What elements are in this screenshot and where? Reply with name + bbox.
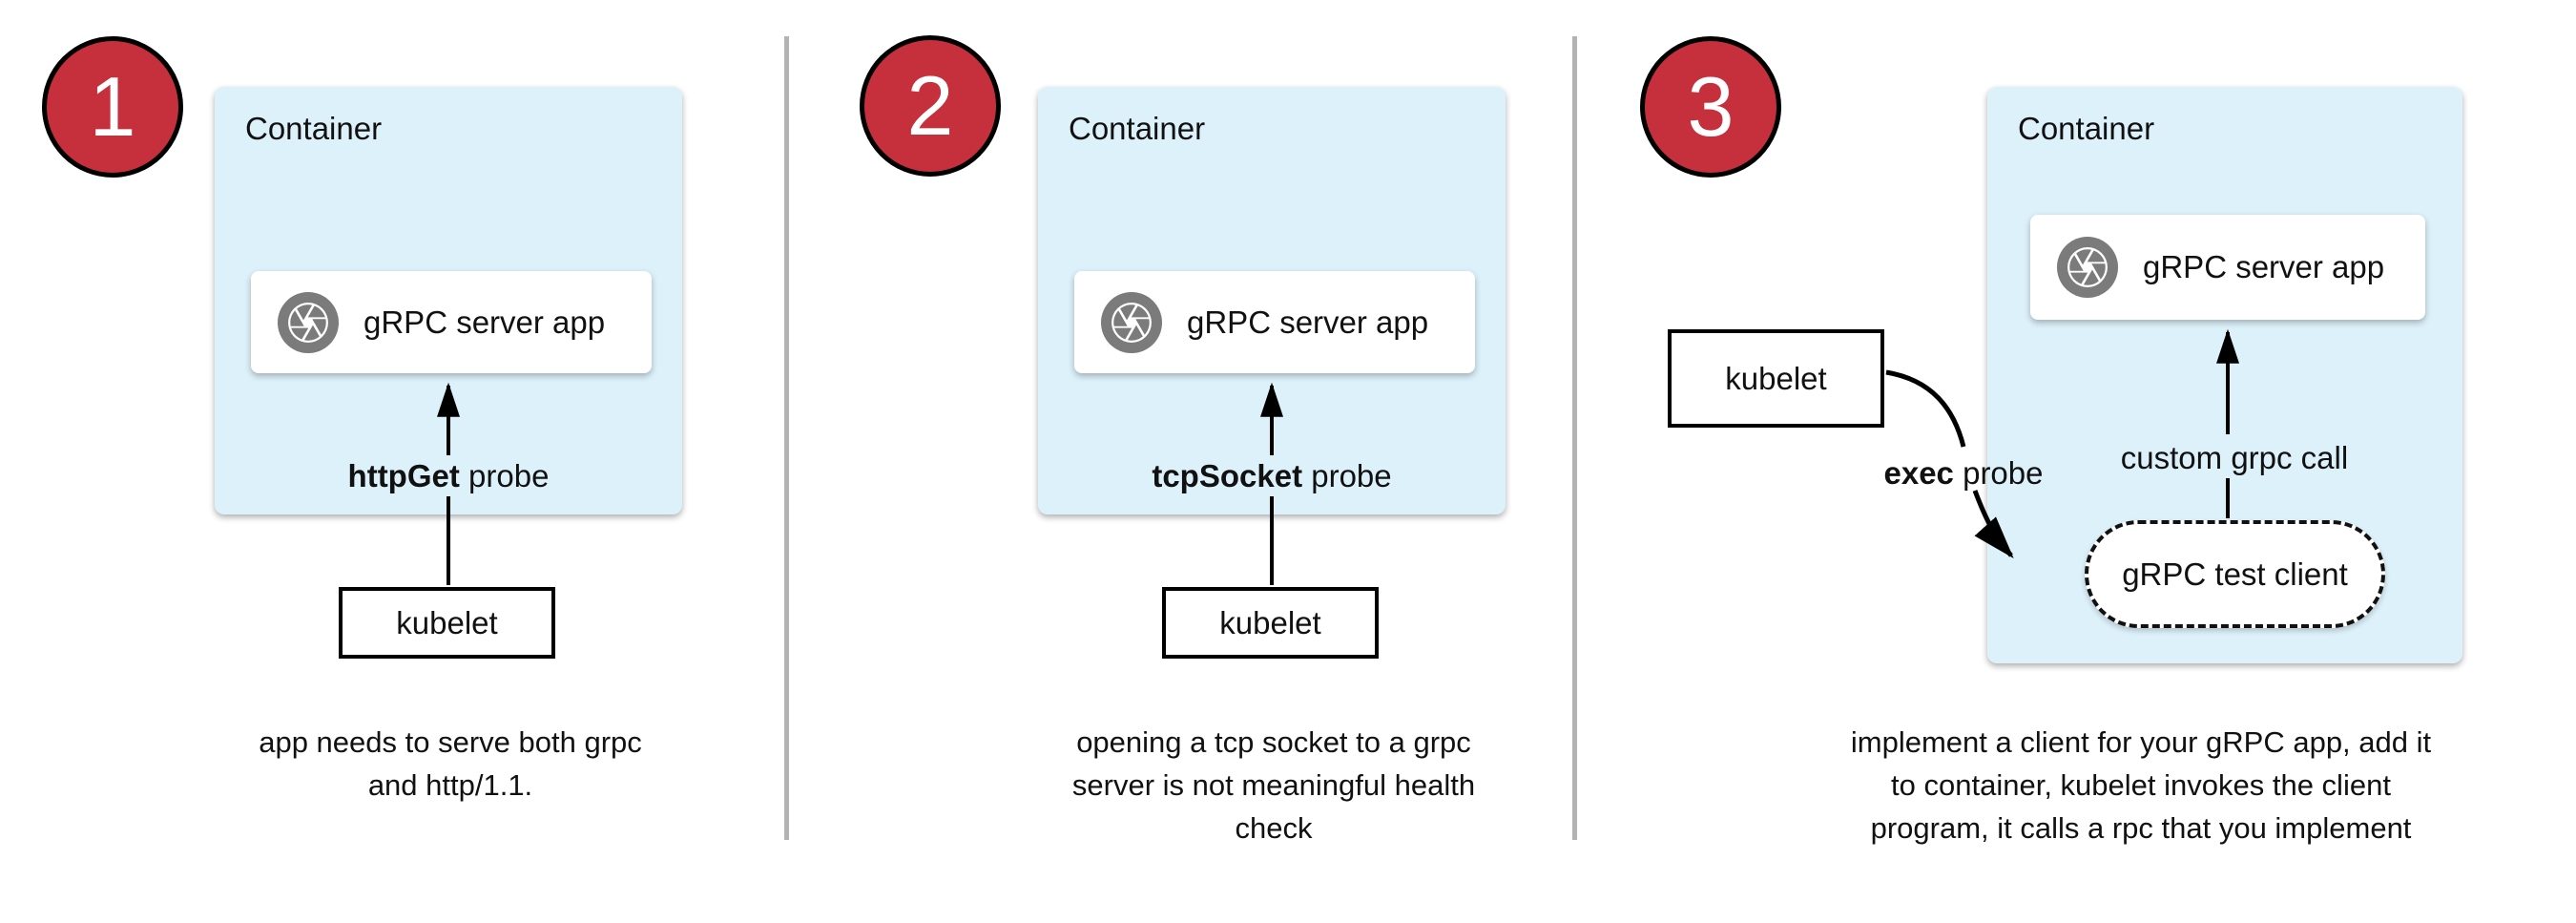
aperture-icon [2056,236,2119,299]
panel3-exec-curve-upper [1885,369,1966,448]
panel3-kubelet-box: kubelet [1668,329,1884,428]
panel3-probe-keyword: exec [1883,455,1954,491]
panel3-kubelet-label: kubelet [1725,360,1827,396]
aperture-icon [277,291,340,353]
panel1-caption-line2: and http/1.1. [367,768,533,802]
step-1-badge: 1 [42,36,183,178]
panel3-container-label: Container [2018,111,2155,146]
panel3-caption: implement a client for your gRPC app, ad… [1817,721,2465,850]
panel3-caption-line1: implement a client for your gRPC app, ad… [1850,725,2432,759]
step-3-badge: 3 [1640,36,1781,178]
panel1-grpc-server-app-label: gRPC server app [364,304,606,340]
panel2-kubelet-label: kubelet [1219,604,1321,640]
panel2-probe-label: tcpSocket probe [1105,458,1439,494]
panel2-container-label: Container [1069,111,1206,146]
panel2-caption: opening a tcp socket to a grpc server is… [1035,721,1512,850]
panel1-kubelet-label: kubelet [396,604,498,640]
panel1-grpc-server-app-box: gRPC server app [251,271,652,373]
panel2-probe-word: probe [1311,458,1392,493]
panel3-grpc-server-app-label: gRPC server app [2143,249,2385,284]
panel1-probe-word: probe [468,458,550,493]
step-2-number: 2 [906,58,954,153]
panel1-probe-keyword: httpGet [347,458,460,493]
panel2-probe-keyword: tcpSocket [1152,458,1303,493]
divider-1 [784,36,789,840]
panel3-grpc-server-app-box: gRPC server app [2030,215,2425,320]
panel1-kubelet-box: kubelet [339,587,555,659]
step-2-badge: 2 [860,35,1001,177]
step-1-number: 1 [89,59,136,154]
panel3-probe-word: probe [1963,455,2044,491]
step-3-number: 3 [1687,59,1735,154]
panel2-caption-line1: opening a tcp socket to a grpc [1076,725,1471,759]
panel2-grpc-server-app-box: gRPC server app [1074,271,1475,373]
panel2-caption-line2: server is not meaningful health [1071,768,1476,802]
panel1-container-label: Container [245,111,383,146]
panel3-custom-grpc-call-label: custom grpc call [2120,440,2349,475]
panel1-caption-line1: app needs to serve both grpc [259,725,642,759]
divider-2 [1572,36,1577,840]
panel3-caption-line2: to container, kubelet invokes the client [1891,768,2391,802]
panel2-kubelet-box: kubelet [1162,587,1379,659]
panel1-caption: app needs to serve both grpc and http/1.… [212,721,689,807]
panel3-grpc-test-client-label: gRPC test client [2122,556,2348,592]
panel2-grpc-server-app-label: gRPC server app [1187,304,1429,340]
panel1-probe-label: httpGet probe [305,458,592,494]
panel3-probe-label: exec probe [1820,455,2107,492]
panel3-grpc-test-client-oval: gRPC test client [2085,520,2385,628]
aperture-icon [1100,291,1163,353]
panel2-caption-line3: check [1235,811,1313,845]
panel3-caption-line3: program, it calls a rpc that you impleme… [1870,811,2412,845]
